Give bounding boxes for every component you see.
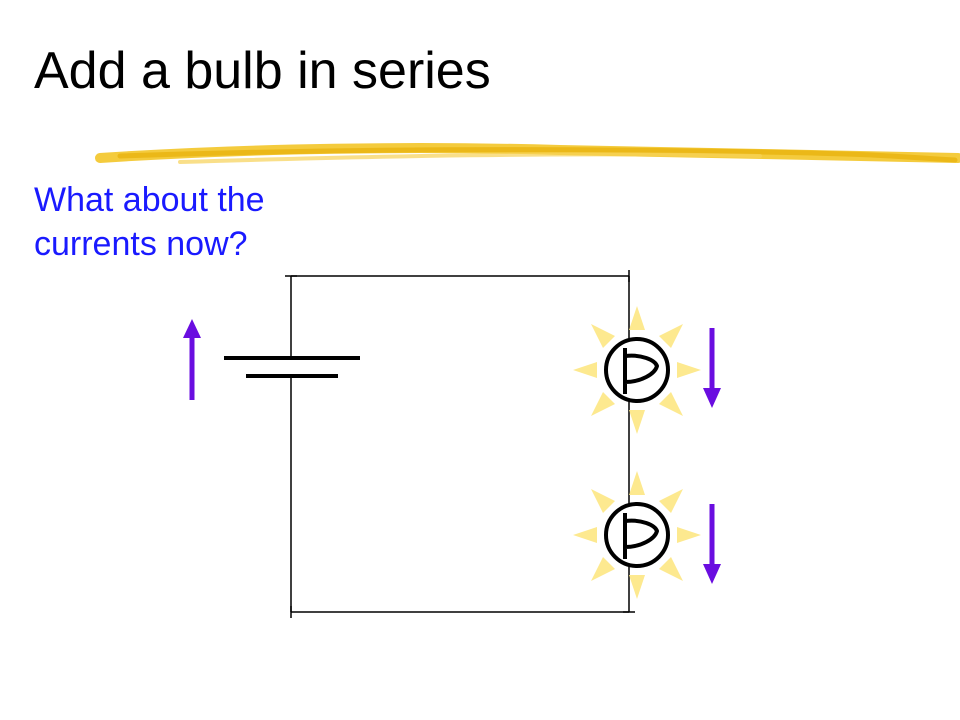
slide-title: Add a bulb in series <box>34 42 491 100</box>
bulb-filament <box>623 348 659 394</box>
arrow-head <box>703 564 721 584</box>
bulb-filament <box>623 513 659 559</box>
lamp-symbol-icon <box>573 306 701 434</box>
arrow-head <box>183 319 201 338</box>
bulb-glow-rays <box>573 471 701 599</box>
bulb-glow-rays <box>573 306 701 434</box>
bulb-outline <box>604 337 670 403</box>
question-text: What about the currents now? <box>34 178 354 266</box>
current-arrow-down-icon <box>703 328 721 408</box>
question-line-1: What about the <box>34 181 265 219</box>
lamp-symbol-icon <box>573 471 701 599</box>
question-line-2: currents now? <box>34 225 248 264</box>
current-arrow-down-icon <box>703 504 721 584</box>
circuit-wires <box>285 270 635 618</box>
current-arrow-up-icon <box>183 319 201 400</box>
bulb-outline <box>604 502 670 568</box>
battery-symbol-icon <box>224 356 360 378</box>
arrow-head <box>703 388 721 408</box>
